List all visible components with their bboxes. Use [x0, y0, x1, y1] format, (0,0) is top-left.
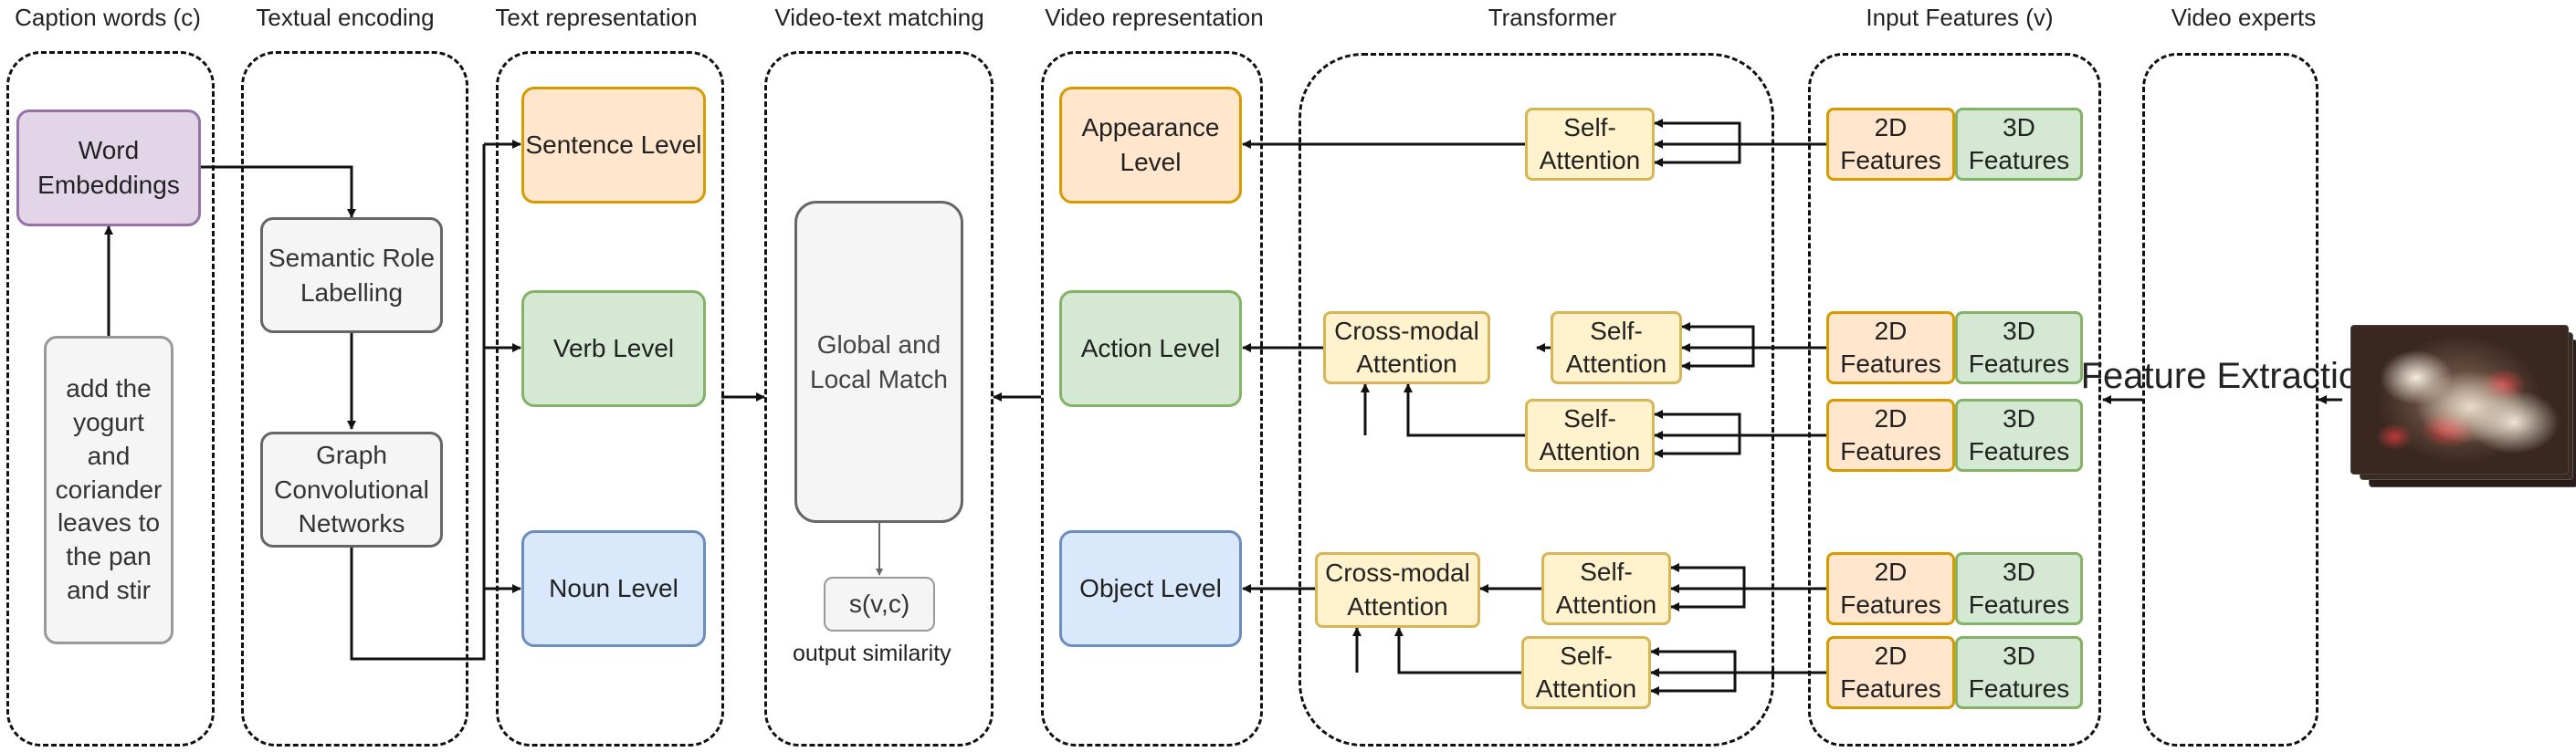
feature-3d-label: 3D Features — [1968, 641, 2070, 703]
header-video-experts: Video experts — [2171, 4, 2317, 31]
group-transformer — [1299, 53, 1774, 747]
output-similarity-caption: output similarity — [793, 641, 952, 666]
header-textual-encoding: Textual encoding — [256, 4, 435, 31]
feature-3d-row3: 3D Features — [1955, 399, 2083, 472]
verb-level-label: Verb Level — [552, 334, 675, 363]
feature-2d-row2: 2D Features — [1826, 311, 1955, 384]
semantic-role-labelling-box: Semantic Role Labelling — [260, 217, 443, 333]
feature-3d-label: 3D Features — [1968, 316, 2070, 378]
self-attention-label: Self-Attention — [1539, 112, 1641, 174]
header-video-text-matching: Video-text matching — [774, 4, 984, 31]
feature-3d-row5: 3D Features — [1955, 636, 2083, 709]
object-level-label: Object Level — [1079, 574, 1222, 603]
group-input-features — [1808, 53, 2101, 747]
self-attention-label: Self-Attention — [1539, 403, 1641, 465]
feature-2d-row5: 2D Features — [1826, 636, 1955, 709]
header-text-representation: Text representation — [495, 4, 698, 31]
self-attention-label: Self-Attention — [1555, 557, 1657, 619]
cross-modal-attention-action: Cross-modal Attention — [1323, 311, 1490, 384]
header-transformer: Transformer — [1488, 4, 1617, 31]
video-frame-image — [2350, 325, 2569, 475]
match-label: Global and Local Match — [810, 329, 948, 393]
caption-text-box: add the yogurt and coriander leaves to t… — [44, 336, 173, 644]
group-textual-encoding — [241, 51, 468, 747]
feature-2d-label: 2D Features — [1840, 112, 1941, 174]
self-attention-appearance: Self-Attention — [1525, 108, 1655, 181]
similarity-label: s(v,c) — [848, 590, 910, 619]
feature-2d-label: 2D Features — [1840, 557, 1941, 619]
feature-2d-row1: 2D Features — [1826, 108, 1955, 181]
feature-3d-row1: 3D Features — [1955, 108, 2083, 181]
group-text-representation — [496, 51, 724, 747]
self-attention-object-2: Self-Attention — [1521, 636, 1651, 709]
caption-text: add the yogurt and coriander leaves to t… — [55, 373, 163, 605]
group-caption-words — [6, 51, 215, 747]
noun-level-label: Noun Level — [549, 574, 678, 603]
word-embeddings-box: Word Embeddings — [16, 110, 201, 226]
gcn-label: Graph Convolutional Networks — [274, 440, 429, 538]
header-input-features: Input Features (v) — [1866, 4, 2054, 31]
feature-2d-label: 2D Features — [1840, 316, 1941, 378]
self-attention-label: Self-Attention — [1565, 316, 1667, 378]
self-attention-label: Self-Attention — [1535, 641, 1637, 703]
self-attention-action-1: Self-Attention — [1551, 311, 1682, 384]
appearance-level-label: Appearance Level — [1081, 113, 1220, 176]
action-level-box: Action Level — [1059, 290, 1242, 407]
action-level-label: Action Level — [1080, 334, 1221, 363]
feature-3d-label: 3D Features — [1968, 403, 2070, 465]
feature-3d-label: 3D Features — [1968, 112, 2070, 174]
global-local-match-box: Global and Local Match — [794, 201, 963, 523]
feature-2d-label: 2D Features — [1840, 403, 1941, 465]
feature-3d-label: 3D Features — [1968, 557, 2070, 619]
word-embeddings-label: Word Embeddings — [37, 136, 180, 199]
cross-modal-label: Cross-modal Attention — [1334, 316, 1479, 378]
object-level-box: Object Level — [1059, 530, 1242, 647]
sentence-level-label: Sentence Level — [525, 131, 702, 160]
cross-modal-label: Cross-modal Attention — [1325, 559, 1470, 621]
noun-level-box: Noun Level — [521, 530, 706, 647]
header-video-representation: Video representation — [1045, 4, 1264, 31]
group-video-text-matching — [764, 51, 994, 747]
feature-3d-row2: 3D Features — [1955, 311, 2083, 384]
feature-3d-row4: 3D Features — [1955, 552, 2083, 625]
srl-label: Semantic Role Labelling — [268, 243, 436, 307]
header-caption-words: Caption words (c) — [15, 4, 201, 31]
self-attention-object-1: Self-Attention — [1541, 552, 1671, 625]
sentence-level-box: Sentence Level — [521, 87, 706, 204]
feature-2d-row3: 2D Features — [1826, 399, 1955, 472]
feature-2d-label: 2D Features — [1840, 641, 1941, 703]
feature-2d-row4: 2D Features — [1826, 552, 1955, 625]
similarity-box: s(v,c) — [824, 577, 935, 632]
graph-conv-networks-box: Graph Convolutional Networks — [260, 432, 443, 548]
group-video-representation — [1041, 51, 1263, 747]
self-attention-action-2: Self-Attention — [1525, 399, 1655, 472]
verb-level-box: Verb Level — [521, 290, 706, 407]
group-video-experts — [2142, 53, 2318, 747]
cross-modal-attention-object: Cross-modal Attention — [1315, 552, 1480, 628]
appearance-level-box: Appearance Level — [1059, 87, 1242, 204]
feature-extraction-label: Feature Extraction — [2080, 356, 2380, 396]
